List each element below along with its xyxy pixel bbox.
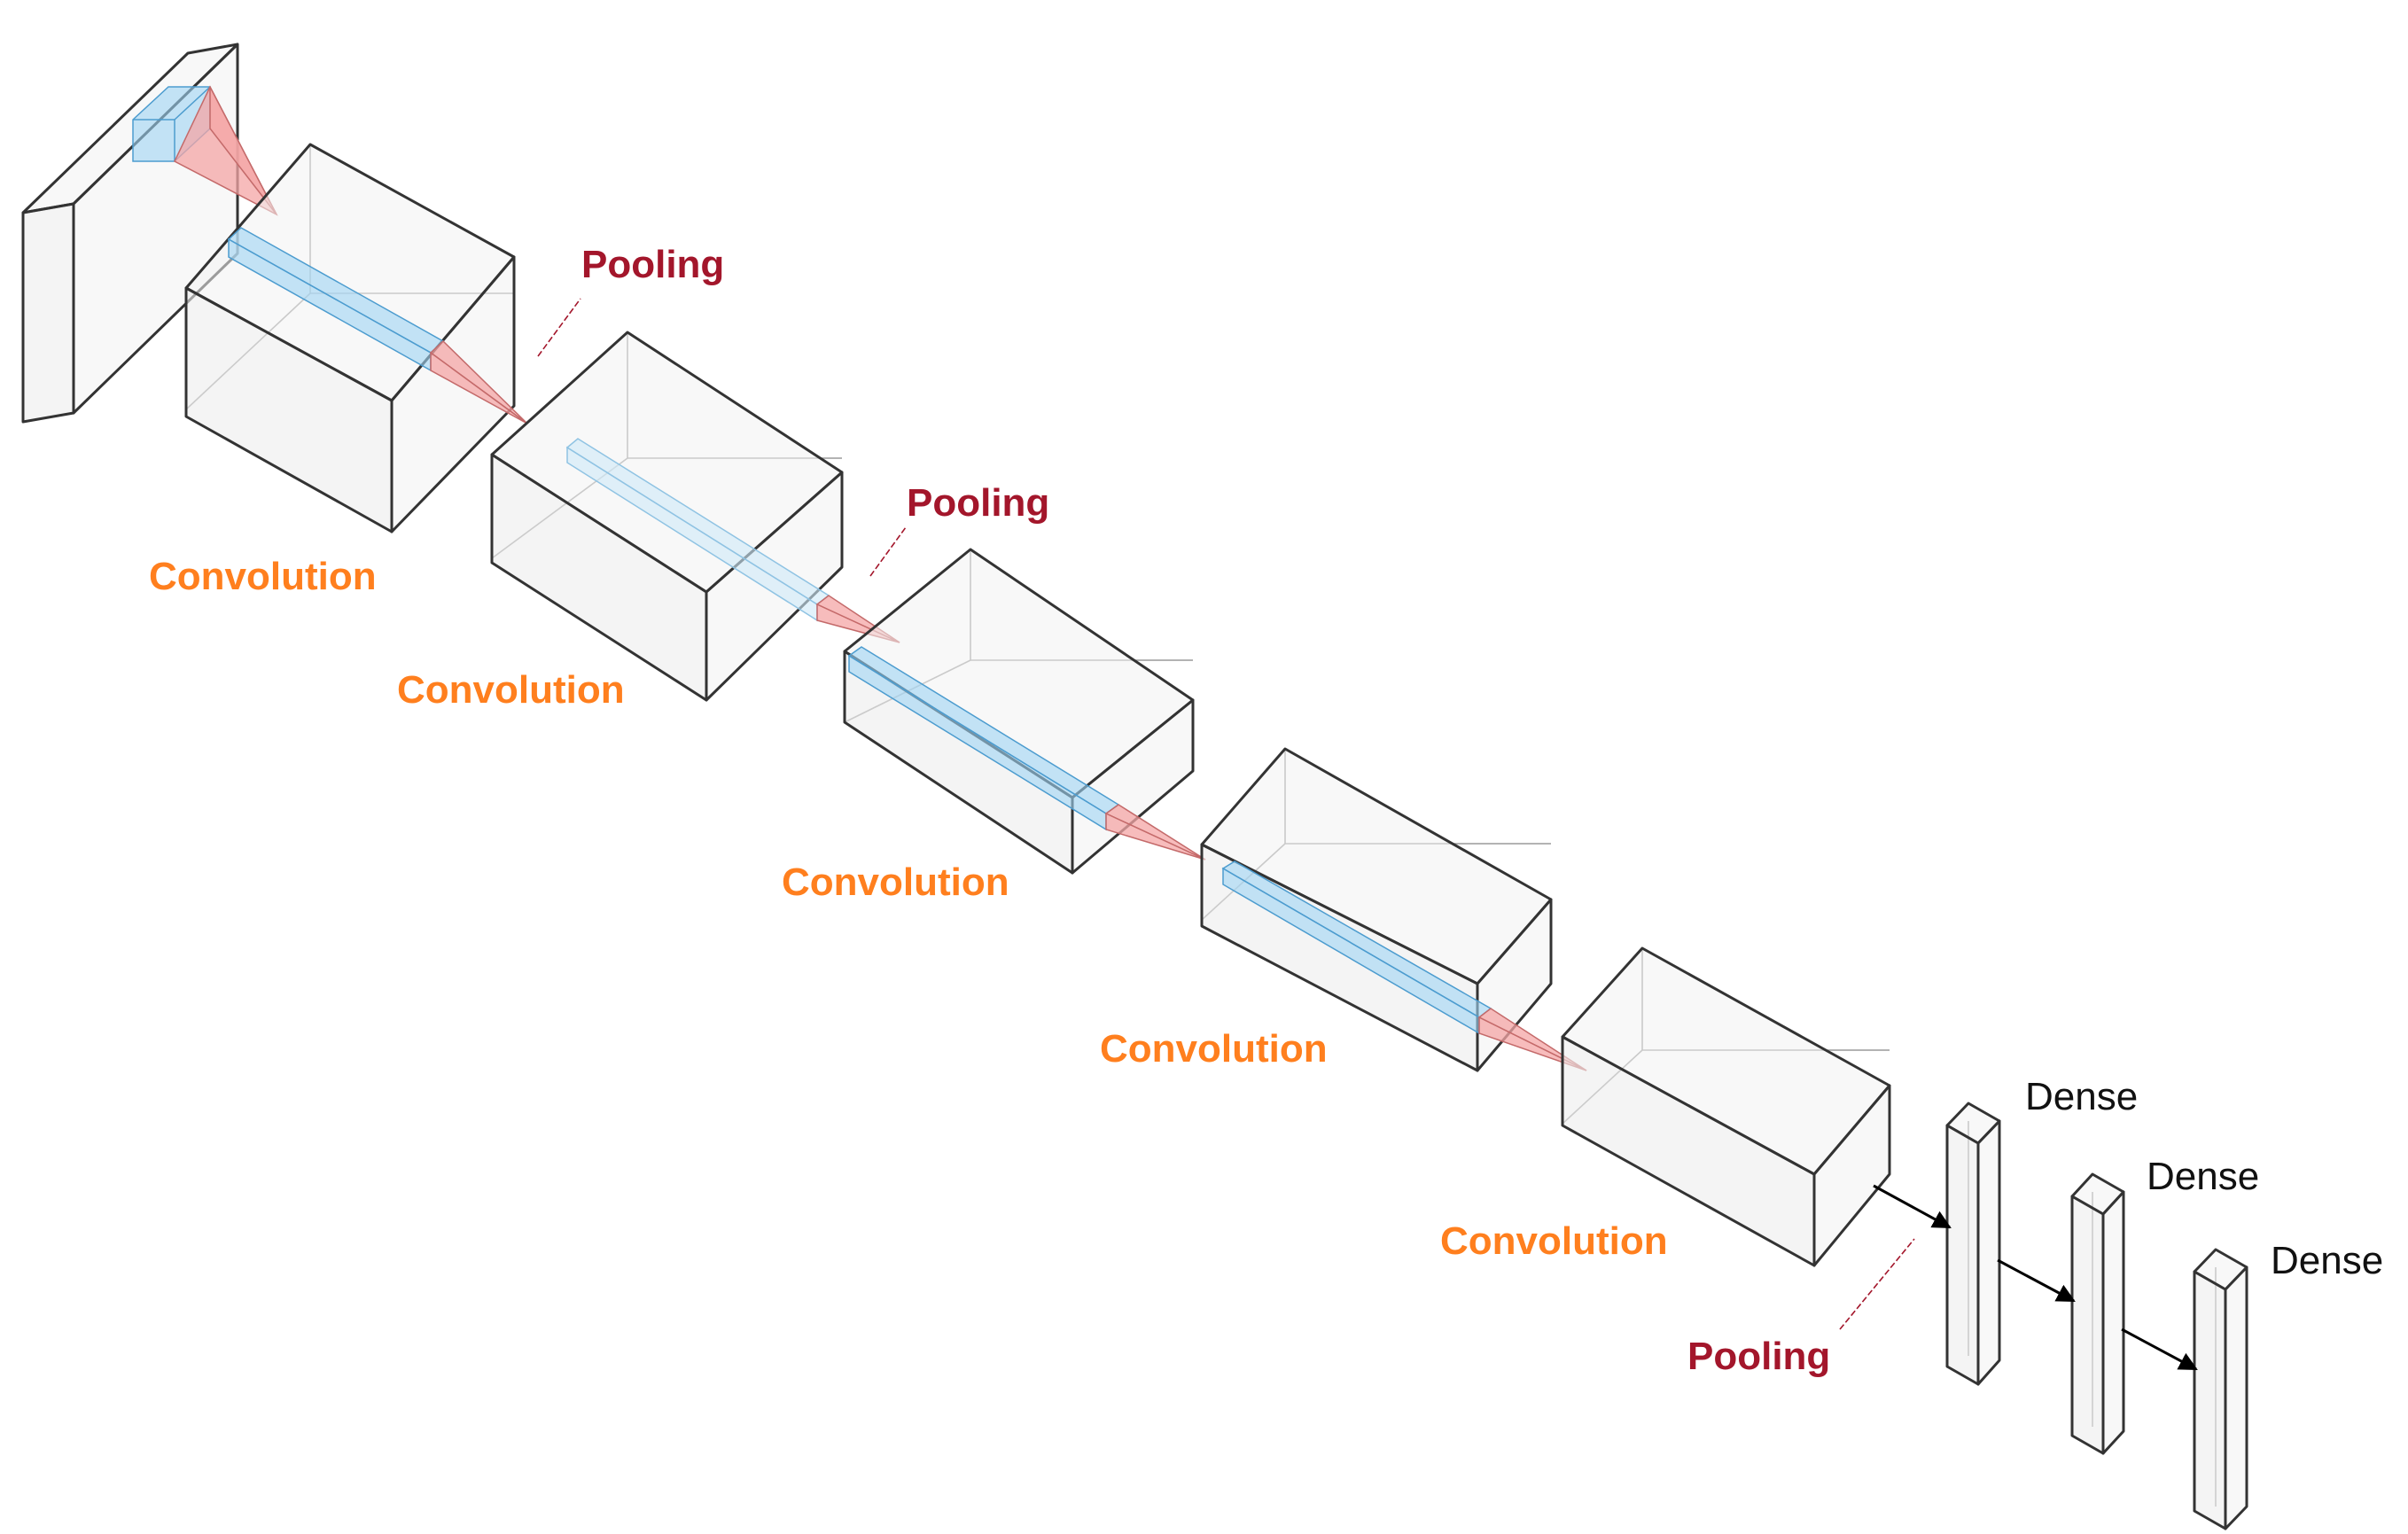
dense-label-1: Dense: [2025, 1075, 2138, 1118]
input-block: [21, 43, 278, 424]
convolution-label-3: Convolution: [782, 860, 1009, 904]
pooling-label-2: Pooling: [907, 481, 1049, 525]
conv-block-2: [490, 331, 900, 702]
convolution-label-1: Convolution: [149, 555, 377, 598]
convolution-label-2: Convolution: [397, 668, 625, 712]
arrow-to-dense-2: [1997, 1258, 2076, 1303]
pooling-pointer-3: [1839, 1238, 1915, 1330]
dense-column-3: [2193, 1248, 2248, 1530]
pooling-label-1: Pooling: [581, 243, 724, 286]
convolution-label-4: Convolution: [1100, 1027, 1328, 1071]
dense-label-3: Dense: [2271, 1239, 2383, 1282]
dense-column-1: [1945, 1102, 2001, 1386]
pooling-pointer-2: [869, 526, 907, 577]
convolution-label-5: Convolution: [1440, 1219, 1668, 1263]
arrow-to-dense-1: [1873, 1184, 1952, 1229]
pooling-label-3: Pooling: [1687, 1335, 1830, 1378]
conv-block-5: [1561, 946, 1891, 1267]
conv-block-3: [843, 548, 1206, 875]
conv-block-4: [1200, 747, 1587, 1072]
conv-block-1: [184, 143, 528, 533]
dense-label-2: Dense: [2147, 1155, 2259, 1198]
arrow-to-dense-3: [2121, 1328, 2198, 1371]
dense-column-2: [2070, 1172, 2125, 1455]
pooling-pointer-1: [537, 298, 581, 357]
